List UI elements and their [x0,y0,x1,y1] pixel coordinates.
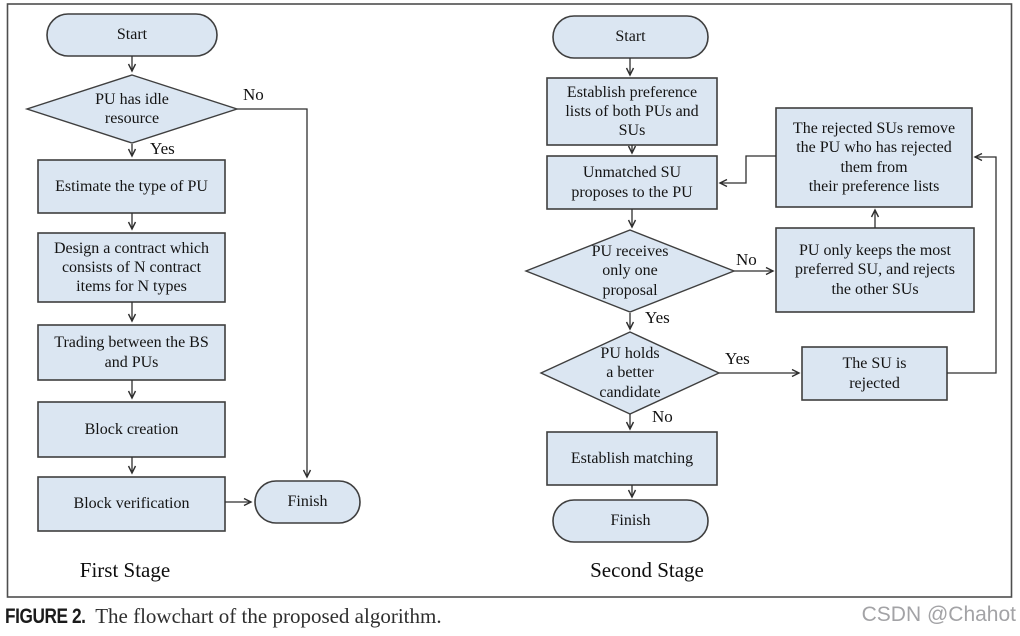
fs-no-edge-label: No [243,85,264,104]
ss-proposal-no-edge-label: No [736,250,757,269]
ss-arrow-su-rejected-to-rejected-remove [947,152,997,374]
fs-trading-label: Trading between the BS and PUs [54,334,209,371]
figure-caption: FIGURE 2. The flowchart of the proposed … [5,604,442,629]
second-stage-title: Second Stage [590,558,704,582]
ss-finish-label: Finish [610,512,651,530]
fs-trading-box [37,324,226,381]
ss-unmatched-label: Unmatched SU proposes to the PU [571,164,693,201]
fs-finish-oval [254,480,361,524]
ss-su-rejected-box [801,346,948,401]
ss-candidate-yes-edge-label: Yes [725,349,750,368]
ss-rejected-remove-box [775,107,973,208]
fs-arrow-no-branch-to-finish [237,108,312,479]
fs-design-contract-box [37,232,226,303]
fs-block-creation-label: Block creation [84,420,179,438]
csdn-watermark: CSDN @Chahot [861,603,1016,626]
ss-proposal-decision-diamond [524,229,736,313]
fs-yes-edge-label: Yes [150,139,175,158]
ss-rejected-remove-label: The rejected SUs remove the PU who has r… [792,120,956,195]
ss-pref-lists-label: Establish preference lists of both PUs a… [565,83,699,140]
ss-candidate-no-edge-label: No [652,407,673,426]
ss-arrow-rejected-remove-to-unmatched [718,155,776,188]
fs-estimate-label: Estimate the type of PU [55,177,208,195]
fs-design-contract-label: Design a contract which consists of N co… [53,239,210,296]
fs-block-verification-box [37,476,226,532]
ss-start-label: Start [615,28,646,46]
first-stage-title: First Stage [79,558,171,582]
ss-establish-matching-box [546,431,718,486]
fs-idle-decision-diamond [24,74,240,144]
fs-finish-label: Finish [287,493,328,511]
figure-border [6,3,1013,598]
figure-caption-label: FIGURE 2. [5,605,86,628]
ss-su-rejected-label: The SU is rejected [842,355,907,392]
ss-establish-matching-label: Establish matching [570,449,694,467]
ss-finish-oval [552,499,709,543]
ss-unmatched-box [546,155,718,210]
ss-keeps-most-box [775,227,975,313]
ss-proposal-decision-label: PU receives only one proposal [591,243,669,299]
fs-block-creation-box [37,401,226,458]
ss-keeps-most-label: PU only keeps the most preferred SU, and… [795,242,955,298]
ss-proposal-yes-edge-label: Yes [645,308,670,327]
fs-start-label: Start [116,26,148,44]
fs-block-verification-label: Block verification [73,495,190,513]
figure-caption-text: The flowchart of the proposed algorithm. [95,604,442,628]
ss-candidate-decision-label: PU holds a better candidate [599,345,661,401]
fs-idle-decision-label: PU has idle resource [95,90,169,127]
